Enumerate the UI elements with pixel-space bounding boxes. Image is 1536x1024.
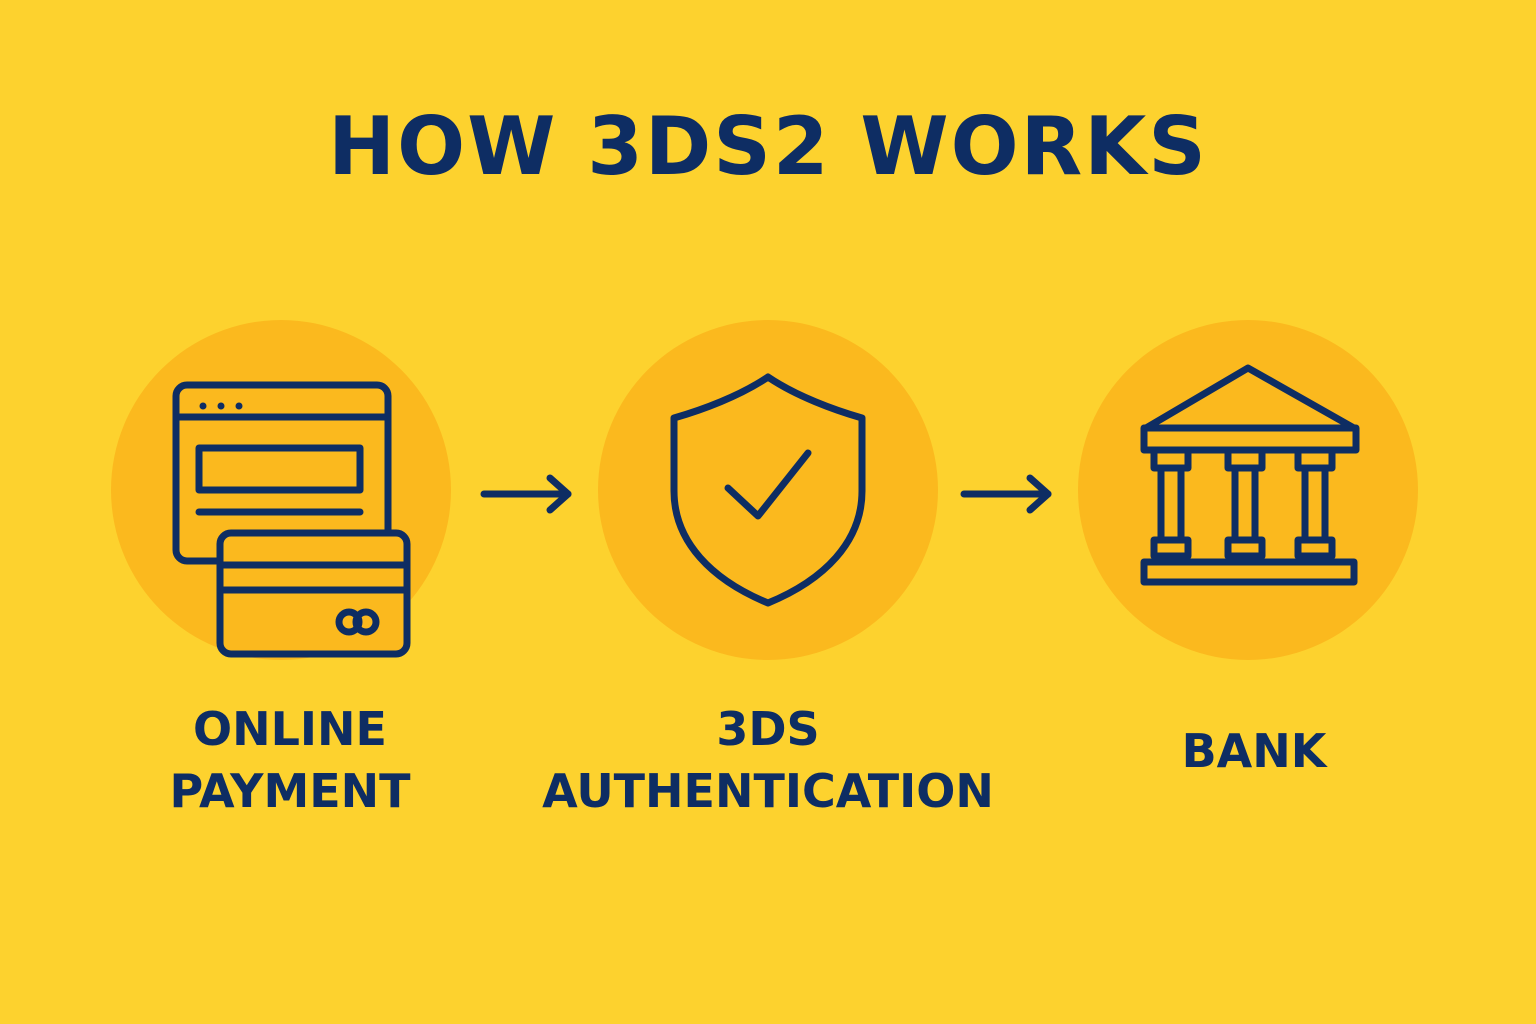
step-label-line: AUTHENTICATION — [542, 764, 994, 818]
arrow-right-icon — [480, 474, 572, 514]
shield-check-icon — [670, 373, 866, 607]
step-circle-bank — [1078, 320, 1418, 660]
step-label-line: 3DS — [716, 702, 820, 756]
step-label-authentication: 3DS AUTHENTICATION — [538, 698, 998, 822]
arrow-right-icon — [960, 474, 1052, 514]
step-label-line: BANK — [1181, 724, 1327, 778]
browser-card-icon — [172, 381, 411, 658]
step-label-line: ONLINE — [193, 702, 387, 756]
step-label-online-payment: ONLINE PAYMENT — [60, 698, 520, 822]
bank-icon — [1140, 364, 1360, 586]
step-label-bank: BANK — [1024, 720, 1484, 782]
page-title: HOW 3DS2 WORKS — [328, 100, 1208, 193]
step-label-line: PAYMENT — [169, 764, 411, 818]
